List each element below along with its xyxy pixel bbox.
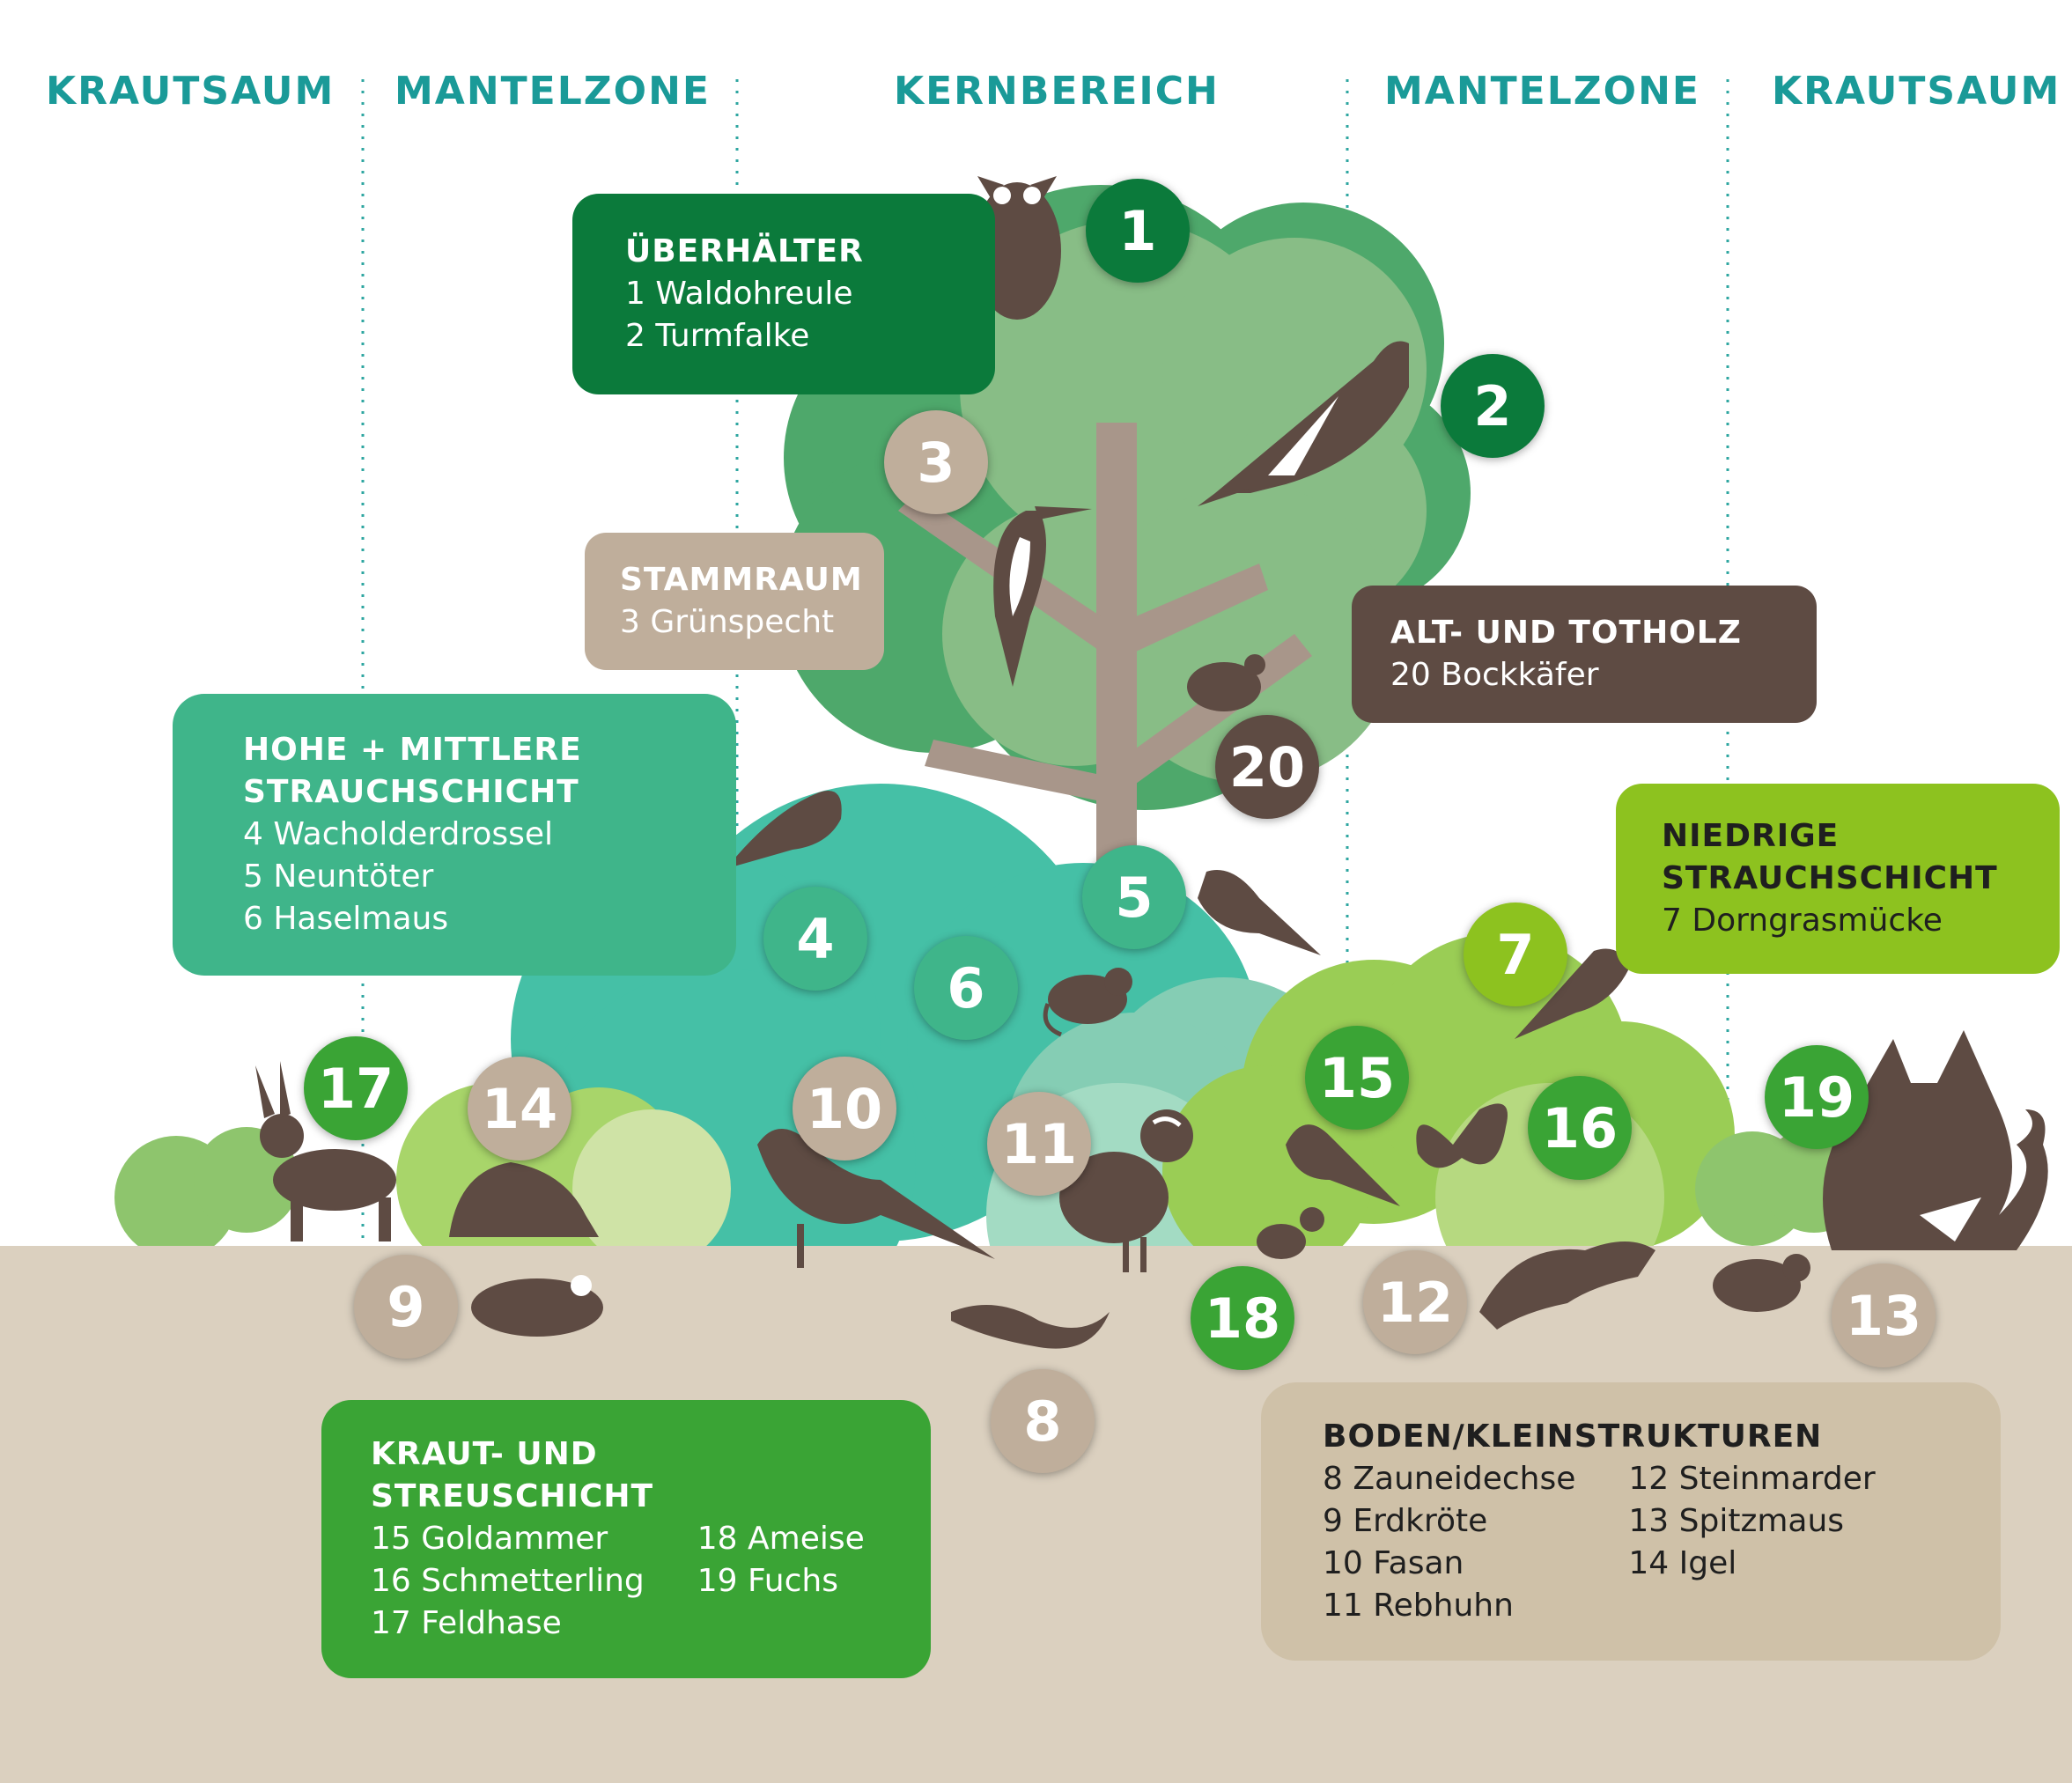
box-strauch-hoch: HOHE + MITTLERE STRAUCHSCHICHT 4 Wachold… [173, 694, 736, 976]
box-title: ÜBERHÄLTER [625, 233, 864, 269]
box-totholz: ALT- UND TOTHOLZ 20 Bockkäfer [1352, 586, 1817, 723]
box-stammraum: STAMMRAUM 3 Grünspecht [585, 533, 884, 670]
badge-13: 13 [1832, 1264, 1936, 1367]
badge-8: 8 [991, 1369, 1095, 1473]
box-item: 13 Spitzmaus [1628, 1503, 1845, 1539]
box-title: STAMMRAUM [620, 562, 863, 598]
box-title: ALT- UND TOTHOLZ [1390, 615, 1742, 651]
dormouse-icon [1043, 968, 1132, 1037]
hedgehog-icon [449, 1162, 599, 1237]
box-item: 2 Turmfalke [625, 318, 810, 354]
badge-19: 19 [1765, 1045, 1869, 1149]
box-item: 14 Igel [1628, 1545, 1737, 1581]
box-title-line-1: NIEDRIGE [1662, 818, 1840, 854]
toad-icon [471, 1275, 603, 1337]
box-title: KRAUT- UND STREUSCHICHT [371, 1436, 654, 1514]
box-columns: 8 Zauneidechse 9 Erdkröte 10 Fasan 11 Re… [1323, 1458, 1939, 1627]
hare-icon [255, 1061, 396, 1241]
badge-11: 11 [987, 1092, 1091, 1196]
thrush-icon [731, 791, 842, 867]
badge-10: 10 [793, 1057, 896, 1160]
box-item: 11 Rebhuhn [1323, 1588, 1514, 1624]
box-item: 6 Haselmaus [243, 901, 449, 937]
ant-icon [1257, 1207, 1324, 1259]
box-item: 8 Zauneidechse [1323, 1461, 1576, 1497]
falcon-icon [1198, 341, 1409, 506]
badge-3: 3 [884, 410, 988, 514]
box-kraut: KRAUT- UND STREUSCHICHT 15 Goldammer 16 … [321, 1400, 931, 1678]
box-item: 15 Goldammer [371, 1521, 608, 1557]
box-column-1: 15 Goldammer 16 Schmetterling 17 Feldhas… [371, 1518, 645, 1645]
badge-12: 12 [1363, 1250, 1467, 1354]
zone-header-mantelzone-left: MANTELZONE [394, 69, 711, 114]
zone-header-mantelzone-right: MANTELZONE [1384, 69, 1700, 114]
lizard-icon [951, 1305, 1110, 1349]
box-item: 18 Ameise [697, 1521, 865, 1557]
box-item: 20 Bockkäfer [1390, 657, 1599, 693]
bunting-icon [1286, 1124, 1400, 1206]
badge-17: 17 [304, 1036, 408, 1140]
butterfly-icon [1416, 1103, 1508, 1168]
box-item: 19 Fuchs [697, 1563, 838, 1599]
shrew-icon [1713, 1254, 1810, 1312]
woodpecker-icon [993, 506, 1092, 687]
badge-4: 4 [763, 887, 867, 991]
box-columns: 15 Goldammer 16 Schmetterling 17 Feldhas… [371, 1518, 881, 1645]
badge-14: 14 [468, 1057, 571, 1160]
box-item: 17 Feldhase [371, 1605, 562, 1641]
box-item: 4 Wacholderdrossel [243, 816, 554, 852]
marten-icon [1479, 1241, 1655, 1330]
badge-16: 16 [1528, 1076, 1632, 1180]
box-item: 3 Grünspecht [620, 604, 835, 640]
box-title-line-2: STRAUCHSCHICHT [1662, 860, 1998, 896]
badge-6: 6 [914, 936, 1018, 1040]
box-title-line-2: STRAUCHSCHICHT [243, 774, 579, 810]
badge-20: 20 [1215, 715, 1319, 819]
badge-7: 7 [1464, 903, 1567, 1006]
shrike-icon [1198, 870, 1321, 955]
badge-2: 2 [1441, 354, 1545, 458]
box-item: 1 Waldohreule [625, 276, 853, 312]
zone-header-kernbereich: KERNBEREICH [894, 69, 1220, 114]
box-ueberhaelter: ÜBERHÄLTER 1 Waldohreule 2 Turmfalke [572, 194, 995, 394]
beetle-icon [1187, 654, 1265, 711]
box-item: 9 Erdkröte [1323, 1503, 1488, 1539]
owl-icon [973, 176, 1061, 320]
partridge-icon [1059, 1109, 1193, 1272]
badge-9: 9 [354, 1255, 458, 1359]
box-column-1: 8 Zauneidechse 9 Erdkröte 10 Fasan 11 Re… [1323, 1458, 1575, 1627]
pheasant-icon [757, 1129, 995, 1268]
warbler-icon [1515, 948, 1629, 1039]
box-title-line-1: HOHE + MITTLERE [243, 732, 582, 768]
box-boden: BODEN/KLEINSTRUKTUREN 8 Zauneidechse 9 E… [1261, 1382, 2001, 1661]
badge-15: 15 [1305, 1026, 1409, 1130]
box-item: 10 Fasan [1323, 1545, 1464, 1581]
box-item: 5 Neuntöter [243, 858, 434, 895]
zone-header-krautsaum-left: KRAUTSAUM [46, 69, 336, 114]
zone-header-krautsaum-right: KRAUTSAUM [1772, 69, 2061, 114]
box-column-2: 18 Ameise 19 Fuchs [697, 1518, 865, 1645]
badge-5: 5 [1082, 845, 1186, 949]
box-column-2: 12 Steinmarder 13 Spitzmaus 14 Igel [1628, 1458, 1875, 1627]
box-title: BODEN/KLEINSTRUKTUREN [1323, 1418, 1823, 1455]
box-item: 7 Dorngrasmücke [1662, 903, 1943, 939]
badge-1: 1 [1086, 179, 1190, 283]
box-strauch-niedrig: NIEDRIGE STRAUCHSCHICHT 7 Dorngrasmücke [1616, 784, 2060, 974]
fox-icon [1823, 1030, 2048, 1250]
badge-18: 18 [1191, 1266, 1294, 1370]
box-item: 12 Steinmarder [1628, 1461, 1876, 1497]
box-item: 16 Schmetterling [371, 1563, 645, 1599]
